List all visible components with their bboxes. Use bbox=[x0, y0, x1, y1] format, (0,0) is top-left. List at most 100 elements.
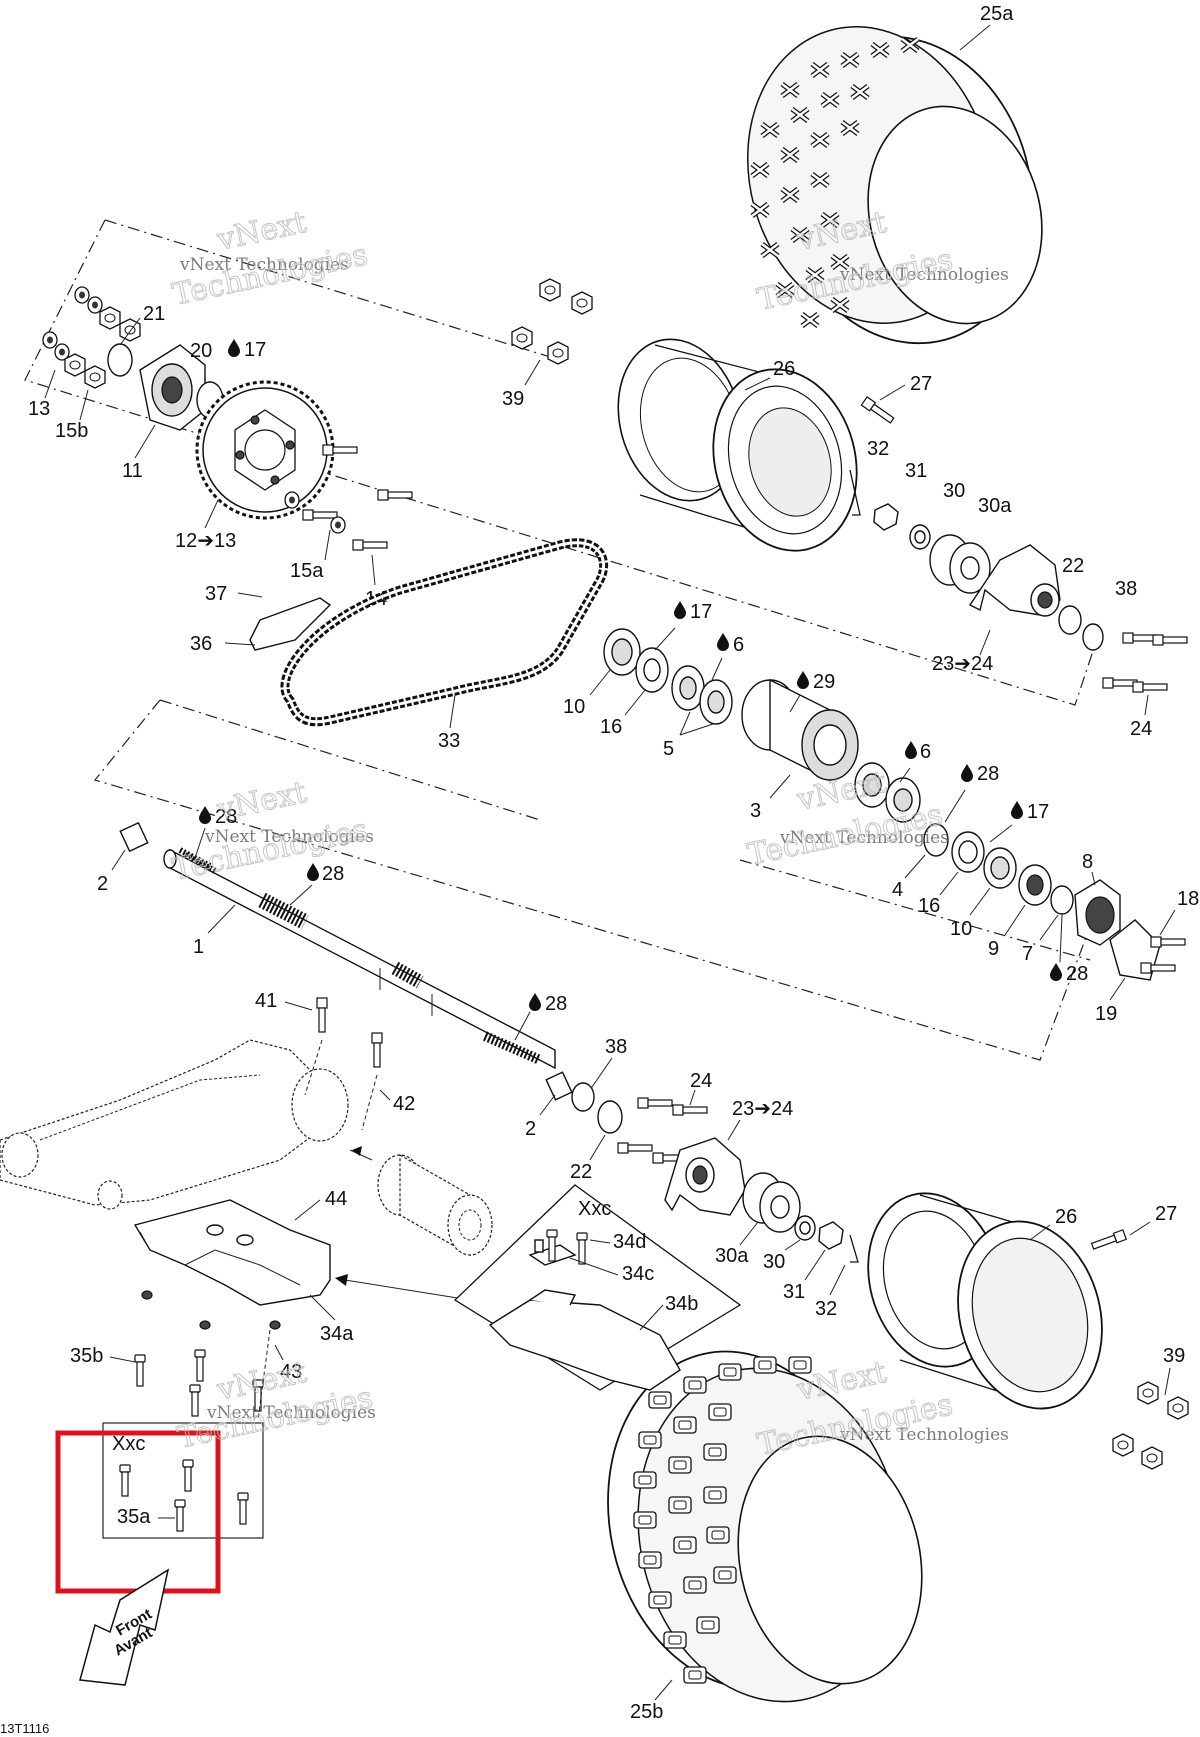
callout-38-top: 38 bbox=[1115, 578, 1137, 600]
callout-5: 5 bbox=[663, 738, 674, 760]
callout-34d: 34d bbox=[613, 1231, 646, 1253]
eccentric-bearing-housing-3 bbox=[741, 678, 859, 782]
svg-text:vNext Technologies: vNext Technologies bbox=[179, 255, 349, 275]
callout-26-top: 26 bbox=[773, 358, 795, 380]
rear-axle-1 bbox=[163, 847, 556, 1070]
callout-6-b: 6 bbox=[920, 741, 931, 763]
callout-12-13: 12➔13 bbox=[175, 530, 236, 552]
callout-17-b: 17 bbox=[690, 601, 712, 623]
callout-28-b: 28 bbox=[1066, 963, 1088, 985]
svg-text:vNext Technologies: vNext Technologies bbox=[204, 827, 374, 847]
callout-16-b: 16 bbox=[918, 895, 940, 917]
bearing-cap-9 bbox=[1018, 864, 1052, 906]
callout-22-bot: 22 bbox=[570, 1161, 592, 1183]
callout-30-top: 30 bbox=[943, 480, 965, 502]
hub-23-bottom bbox=[664, 1137, 746, 1216]
watermark-4: vNext vNext Technologies Technologies bbox=[744, 764, 949, 873]
callout-15b: 15b bbox=[55, 420, 88, 442]
spacer-30a-top bbox=[929, 534, 991, 594]
assembly-outline-middle bbox=[93, 699, 1101, 1061]
callout-13: 13 bbox=[28, 398, 50, 420]
callout-10-b: 10 bbox=[950, 918, 972, 940]
callout-18: 18 bbox=[1177, 888, 1199, 910]
callout-31-bot: 31 bbox=[783, 1281, 805, 1303]
callout-19: 19 bbox=[1095, 1003, 1117, 1025]
callout-32-top: 32 bbox=[867, 438, 889, 460]
svg-text:Technologies: Technologies bbox=[744, 797, 945, 873]
hub-23-top bbox=[968, 544, 1061, 617]
callout-17-c: 17 bbox=[1027, 801, 1049, 823]
callout-21: 21 bbox=[143, 303, 165, 325]
callout-24-bot: 24 bbox=[690, 1070, 712, 1092]
callout-23-24-top: 23➔24 bbox=[932, 653, 993, 675]
callout-25a: 25a bbox=[980, 3, 1014, 25]
callout-4: 4 bbox=[892, 879, 903, 901]
callout-22-top: 22 bbox=[1062, 555, 1084, 577]
callout-30a-bot: 30a bbox=[715, 1245, 749, 1267]
figure-code: 13T1116 bbox=[0, 1721, 49, 1736]
callout-Xxc-35: Xxc bbox=[112, 1433, 145, 1455]
callout-28-a: 28 bbox=[977, 763, 999, 785]
wheel-rim-top bbox=[617, 338, 858, 552]
callout-44: 44 bbox=[325, 1188, 347, 1210]
drive-chain-33 bbox=[280, 538, 609, 727]
callout-41: 41 bbox=[255, 990, 277, 1012]
callout-25b: 25b bbox=[630, 1701, 663, 1723]
callout-32-bot: 32 bbox=[815, 1298, 837, 1320]
callout-3: 3 bbox=[750, 800, 761, 822]
pivot-bushing bbox=[377, 1153, 493, 1257]
callout-28-c: 28 bbox=[215, 806, 237, 828]
wheel-rim-bottom bbox=[867, 1192, 1103, 1410]
callout-30-bot: 30 bbox=[763, 1251, 785, 1273]
callout-8: 8 bbox=[1082, 851, 1093, 873]
watermark-5: vNext vNext Technologies Technologies bbox=[174, 1354, 376, 1456]
callout-23-24-bot: 23➔24 bbox=[732, 1098, 793, 1120]
callout-29: 29 bbox=[813, 671, 835, 693]
svg-text:vNext Technologies: vNext Technologies bbox=[839, 1425, 1009, 1445]
callout-1: 1 bbox=[193, 936, 204, 958]
callout-43: 43 bbox=[280, 1361, 302, 1383]
svg-text:vNext Technologies: vNext Technologies bbox=[206, 1403, 376, 1423]
callout-24-top: 24 bbox=[1130, 718, 1152, 740]
assembly-outline-upper bbox=[24, 219, 1101, 706]
callout-31-top: 31 bbox=[905, 460, 927, 482]
callout-27-top: 27 bbox=[910, 373, 932, 395]
callout-6-a: 6 bbox=[733, 634, 744, 656]
callout-34b: 34b bbox=[665, 1293, 698, 1315]
svg-text:vNext: vNext bbox=[213, 775, 309, 828]
callout-38-bot: 38 bbox=[605, 1036, 627, 1058]
callout-34c: 34c bbox=[622, 1263, 654, 1285]
callout-2-b: 2 bbox=[525, 1118, 536, 1140]
sprocket-hub-11 bbox=[139, 344, 206, 431]
callout-37: 37 bbox=[205, 583, 227, 605]
callout-33: 33 bbox=[438, 730, 460, 752]
callout-34a: 34a bbox=[320, 1323, 354, 1345]
callout-Xxc-inset: Xxc bbox=[578, 1198, 611, 1220]
callout-35b: 35b bbox=[70, 1345, 103, 1367]
callout-16-a: 16 bbox=[600, 716, 622, 738]
inset-detail-34 bbox=[453, 1184, 742, 1391]
callout-17-a: 17 bbox=[244, 339, 266, 361]
callout-7: 7 bbox=[1022, 943, 1033, 965]
chain-guide-36 bbox=[249, 597, 332, 651]
callout-2-a: 2 bbox=[97, 873, 108, 895]
callout-10-a: 10 bbox=[563, 696, 585, 718]
callout-39-bot: 39 bbox=[1163, 1345, 1185, 1367]
skid-plate-34a bbox=[133, 1199, 331, 1306]
swing-arm bbox=[0, 1039, 349, 1210]
spacer-30a-bottom bbox=[742, 1172, 801, 1233]
callout-35a: 35a bbox=[117, 1506, 151, 1528]
sprocket-12 bbox=[195, 380, 335, 520]
callout-27-bot: 27 bbox=[1155, 1203, 1177, 1225]
callout-28-d: 28 bbox=[322, 863, 344, 885]
callout-36: 36 bbox=[190, 633, 212, 655]
callout-11: 11 bbox=[122, 460, 143, 482]
callout-39-top: 39 bbox=[502, 388, 524, 410]
callout-26-bot: 26 bbox=[1055, 1206, 1077, 1228]
inset-detail-35 bbox=[102, 1422, 264, 1539]
callout-42: 42 bbox=[393, 1093, 415, 1115]
callout-9: 9 bbox=[988, 938, 999, 960]
callout-15a: 15a bbox=[290, 560, 324, 582]
front-direction-arrow: Front Avant bbox=[79, 1568, 170, 1686]
